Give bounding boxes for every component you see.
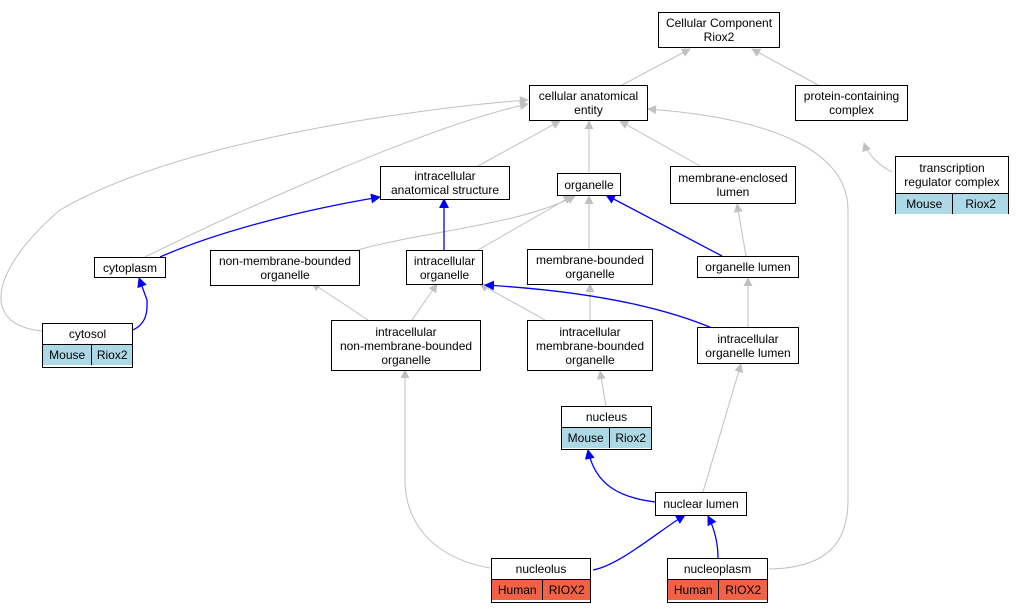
node-cytosol[interactable]: cytosol Mouse Riox2	[42, 323, 133, 368]
node-line: nuclear lumen	[663, 497, 739, 511]
node-nucleoplasm[interactable]: nucleoplasm Human RIOX2	[667, 558, 768, 603]
node-line: cytosol	[68, 327, 107, 341]
edge-inmbo-nmbo	[311, 282, 369, 321]
node-intracellular-organelle[interactable]: intracellular organelle	[406, 250, 483, 285]
node-line: membrane-enclosed	[678, 171, 788, 185]
edge-cae-root	[621, 48, 691, 86]
node-organelle-lumen[interactable]: organelle lumen	[697, 256, 799, 278]
edge-inmbo-io	[411, 283, 438, 321]
node-transcription-regulator-complex[interactable]: transcription regulator complex Mouse Ri…	[895, 156, 1009, 214]
node-line: intracellular	[413, 253, 476, 268]
gene-cell: Riox2	[610, 428, 651, 448]
edge-pcc-root	[751, 48, 819, 86]
node-non-membrane-bounded-organelle[interactable]: non-membrane-bounded organelle	[210, 250, 360, 286]
node-line: membrane-bounded	[535, 253, 645, 267]
node-line: intracellular	[717, 331, 779, 346]
node-line: cellular anatomical	[538, 89, 639, 103]
edge-nmbo-organelle	[357, 195, 576, 251]
node-line: transcription	[919, 161, 985, 175]
node-cytoplasm[interactable]: cytoplasm	[94, 257, 166, 278]
edge-nucleolus-inmbo	[400, 369, 491, 569]
node-line: organelle	[260, 268, 310, 282]
node-line: non-membrane-bounded	[218, 254, 352, 268]
node-label: cytosol	[43, 324, 132, 345]
edge-nuclear-lumen-nucleus	[584, 449, 657, 503]
node-line: intracellular	[559, 324, 621, 339]
node-intracellular-organelle-lumen[interactable]: intracellular organelle lumen	[697, 327, 799, 364]
edge-nucleoplasm-cae	[647, 105, 849, 570]
node-line: organelle	[419, 267, 470, 282]
node-organelle[interactable]: organelle	[557, 173, 621, 196]
edge-nucleolus-nuclear-lumen	[592, 514, 686, 571]
gene-cell: RIOX2	[543, 580, 590, 600]
node-line: nucleolus	[515, 562, 567, 576]
node-line: anatomical structure	[390, 183, 500, 197]
node-nucleolus[interactable]: nucleolus Human RIOX2	[491, 558, 591, 603]
edge-ias-cae	[477, 120, 561, 167]
gene-cell: Riox2	[953, 194, 1008, 214]
node-line: entity	[574, 103, 603, 117]
node-line: organelle	[381, 352, 431, 367]
species-cell: Human	[668, 580, 720, 600]
node-membrane-bounded-organelle[interactable]: membrane-bounded organelle	[527, 249, 653, 285]
node-line: non-membrane-bounded	[339, 338, 473, 353]
node-line: cytoplasm	[102, 260, 158, 275]
node-line: Cellular Component	[665, 16, 773, 30]
node-line: organelle	[565, 267, 615, 281]
node-line: lumen	[716, 185, 750, 199]
gene-cell: RIOX2	[719, 580, 767, 600]
species-cell: Mouse	[43, 345, 93, 365]
node-membrane-enclosed-lumen[interactable]: membrane-enclosed lumen	[670, 166, 796, 204]
edge-cytoplasm-cae	[144, 101, 529, 258]
node-nuclear-lumen[interactable]: nuclear lumen	[655, 492, 747, 516]
node-line: nucleus	[585, 410, 628, 424]
node-line: Riox2	[703, 30, 735, 44]
node-line: membrane-bounded	[535, 338, 645, 353]
node-nucleus[interactable]: nucleus Mouse Riox2	[561, 406, 652, 450]
node-intracellular-anatomical-structure[interactable]: intracellular anatomical structure	[380, 166, 510, 200]
node-line: complex	[829, 103, 874, 117]
node-line: organelle lumen	[705, 260, 791, 274]
node-line: organelle	[565, 352, 615, 367]
species-cell: Mouse	[562, 428, 611, 448]
node-label: nucleoplasm	[668, 559, 767, 580]
edge-nuclear-lumen-iol	[702, 363, 744, 493]
node-line: organelle	[564, 177, 614, 192]
node-cellular-anatomical-entity[interactable]: cellular anatomical entity	[529, 85, 648, 121]
edge-mel-cae	[619, 120, 701, 167]
edge-ol-mel	[733, 203, 747, 257]
edge-nucleoplasm-nuclear-lumen	[707, 515, 719, 559]
edge-nucleus-imbo	[596, 370, 607, 407]
edge-trc-pcc	[862, 142, 893, 173]
node-label: nucleus	[562, 407, 651, 428]
edge-io-organelle	[477, 195, 573, 251]
node-line: intracellular	[414, 169, 476, 183]
species-cell: Mouse	[896, 194, 954, 214]
node-line: regulator complex	[904, 175, 1000, 189]
edge-ol-organelle	[605, 194, 723, 257]
node-intracellular-membrane-bounded-organelle[interactable]: intracellular membrane-bounded organelle	[527, 320, 653, 371]
species-cell: Human	[492, 580, 544, 600]
node-label: transcription regulator complex	[896, 157, 1008, 194]
node-cellular-component-root[interactable]: Cellular Component Riox2	[658, 12, 780, 48]
node-line: protein-containing	[803, 89, 900, 103]
node-intracellular-non-membrane-bounded-organelle[interactable]: intracellular non-membrane-bounded organ…	[331, 320, 481, 371]
node-line: nucleoplasm	[683, 562, 752, 576]
node-line: intracellular	[375, 324, 437, 339]
edge-cytoplasm-ias	[159, 193, 381, 258]
edge-iol-io	[484, 280, 713, 329]
edge-cytosol-cae	[0, 96, 529, 332]
node-label: nucleolus	[492, 559, 590, 580]
node-line: organelle lumen	[705, 345, 791, 360]
gene-cell: Riox2	[92, 345, 132, 365]
node-protein-containing-complex[interactable]: protein-containing complex	[795, 85, 908, 121]
